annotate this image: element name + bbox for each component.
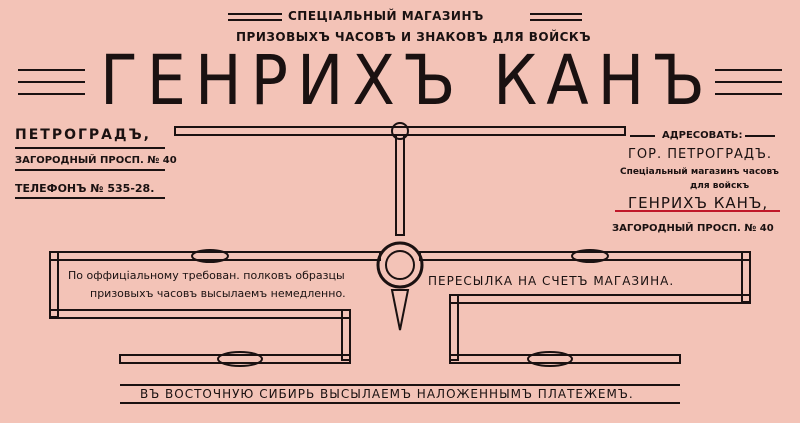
header-line-2: ПРИЗОВЫХЪ ЧАСОВЪ И ЗНАКОВЪ ДЛЯ ВОЙСКЪ [236, 30, 592, 44]
left-phone: ТЕЛЕФОНЪ № 535-28. [15, 182, 155, 195]
right-name: ГЕНРИХЪ КАНЪ, [628, 194, 769, 212]
left-address: ЗАГОРОДНЫЙ ПРОСП. № 40 [15, 155, 177, 166]
footer-text: ВЪ ВОСТОЧНУЮ СИБИРЬ ВЫСЫЛАЕМЪ НАЛОЖЕННЫМ… [140, 387, 634, 401]
right-label: АДРЕСОВАТЬ: [662, 130, 743, 141]
right-note: ПЕРЕСЫЛКА НА СЧЕТЪ МАГАЗИНА. [428, 274, 675, 288]
left-note-2: призовыхъ часовъ высылаемъ немедленно. [90, 287, 346, 300]
left-note-1: По оффиціальному требован. полковъ образ… [68, 269, 345, 282]
header-line-1: СПЕЦІАЛЬНЫЙ МАГАЗИНЪ [288, 9, 484, 23]
right-city: ГОР. ПЕТРОГРАДЪ. [628, 147, 773, 162]
page-title: ГЕНРИХЪ КАНЪ [100, 40, 714, 121]
right-shop-1: Спеціальный магазинъ часовъ [620, 167, 779, 177]
right-shop-2: для войскъ [690, 181, 750, 191]
left-city: ПЕТРОГРАДЪ, [15, 127, 151, 143]
right-address: ЗАГОРОДНЫЙ ПРОСП. № 40 [612, 223, 774, 234]
